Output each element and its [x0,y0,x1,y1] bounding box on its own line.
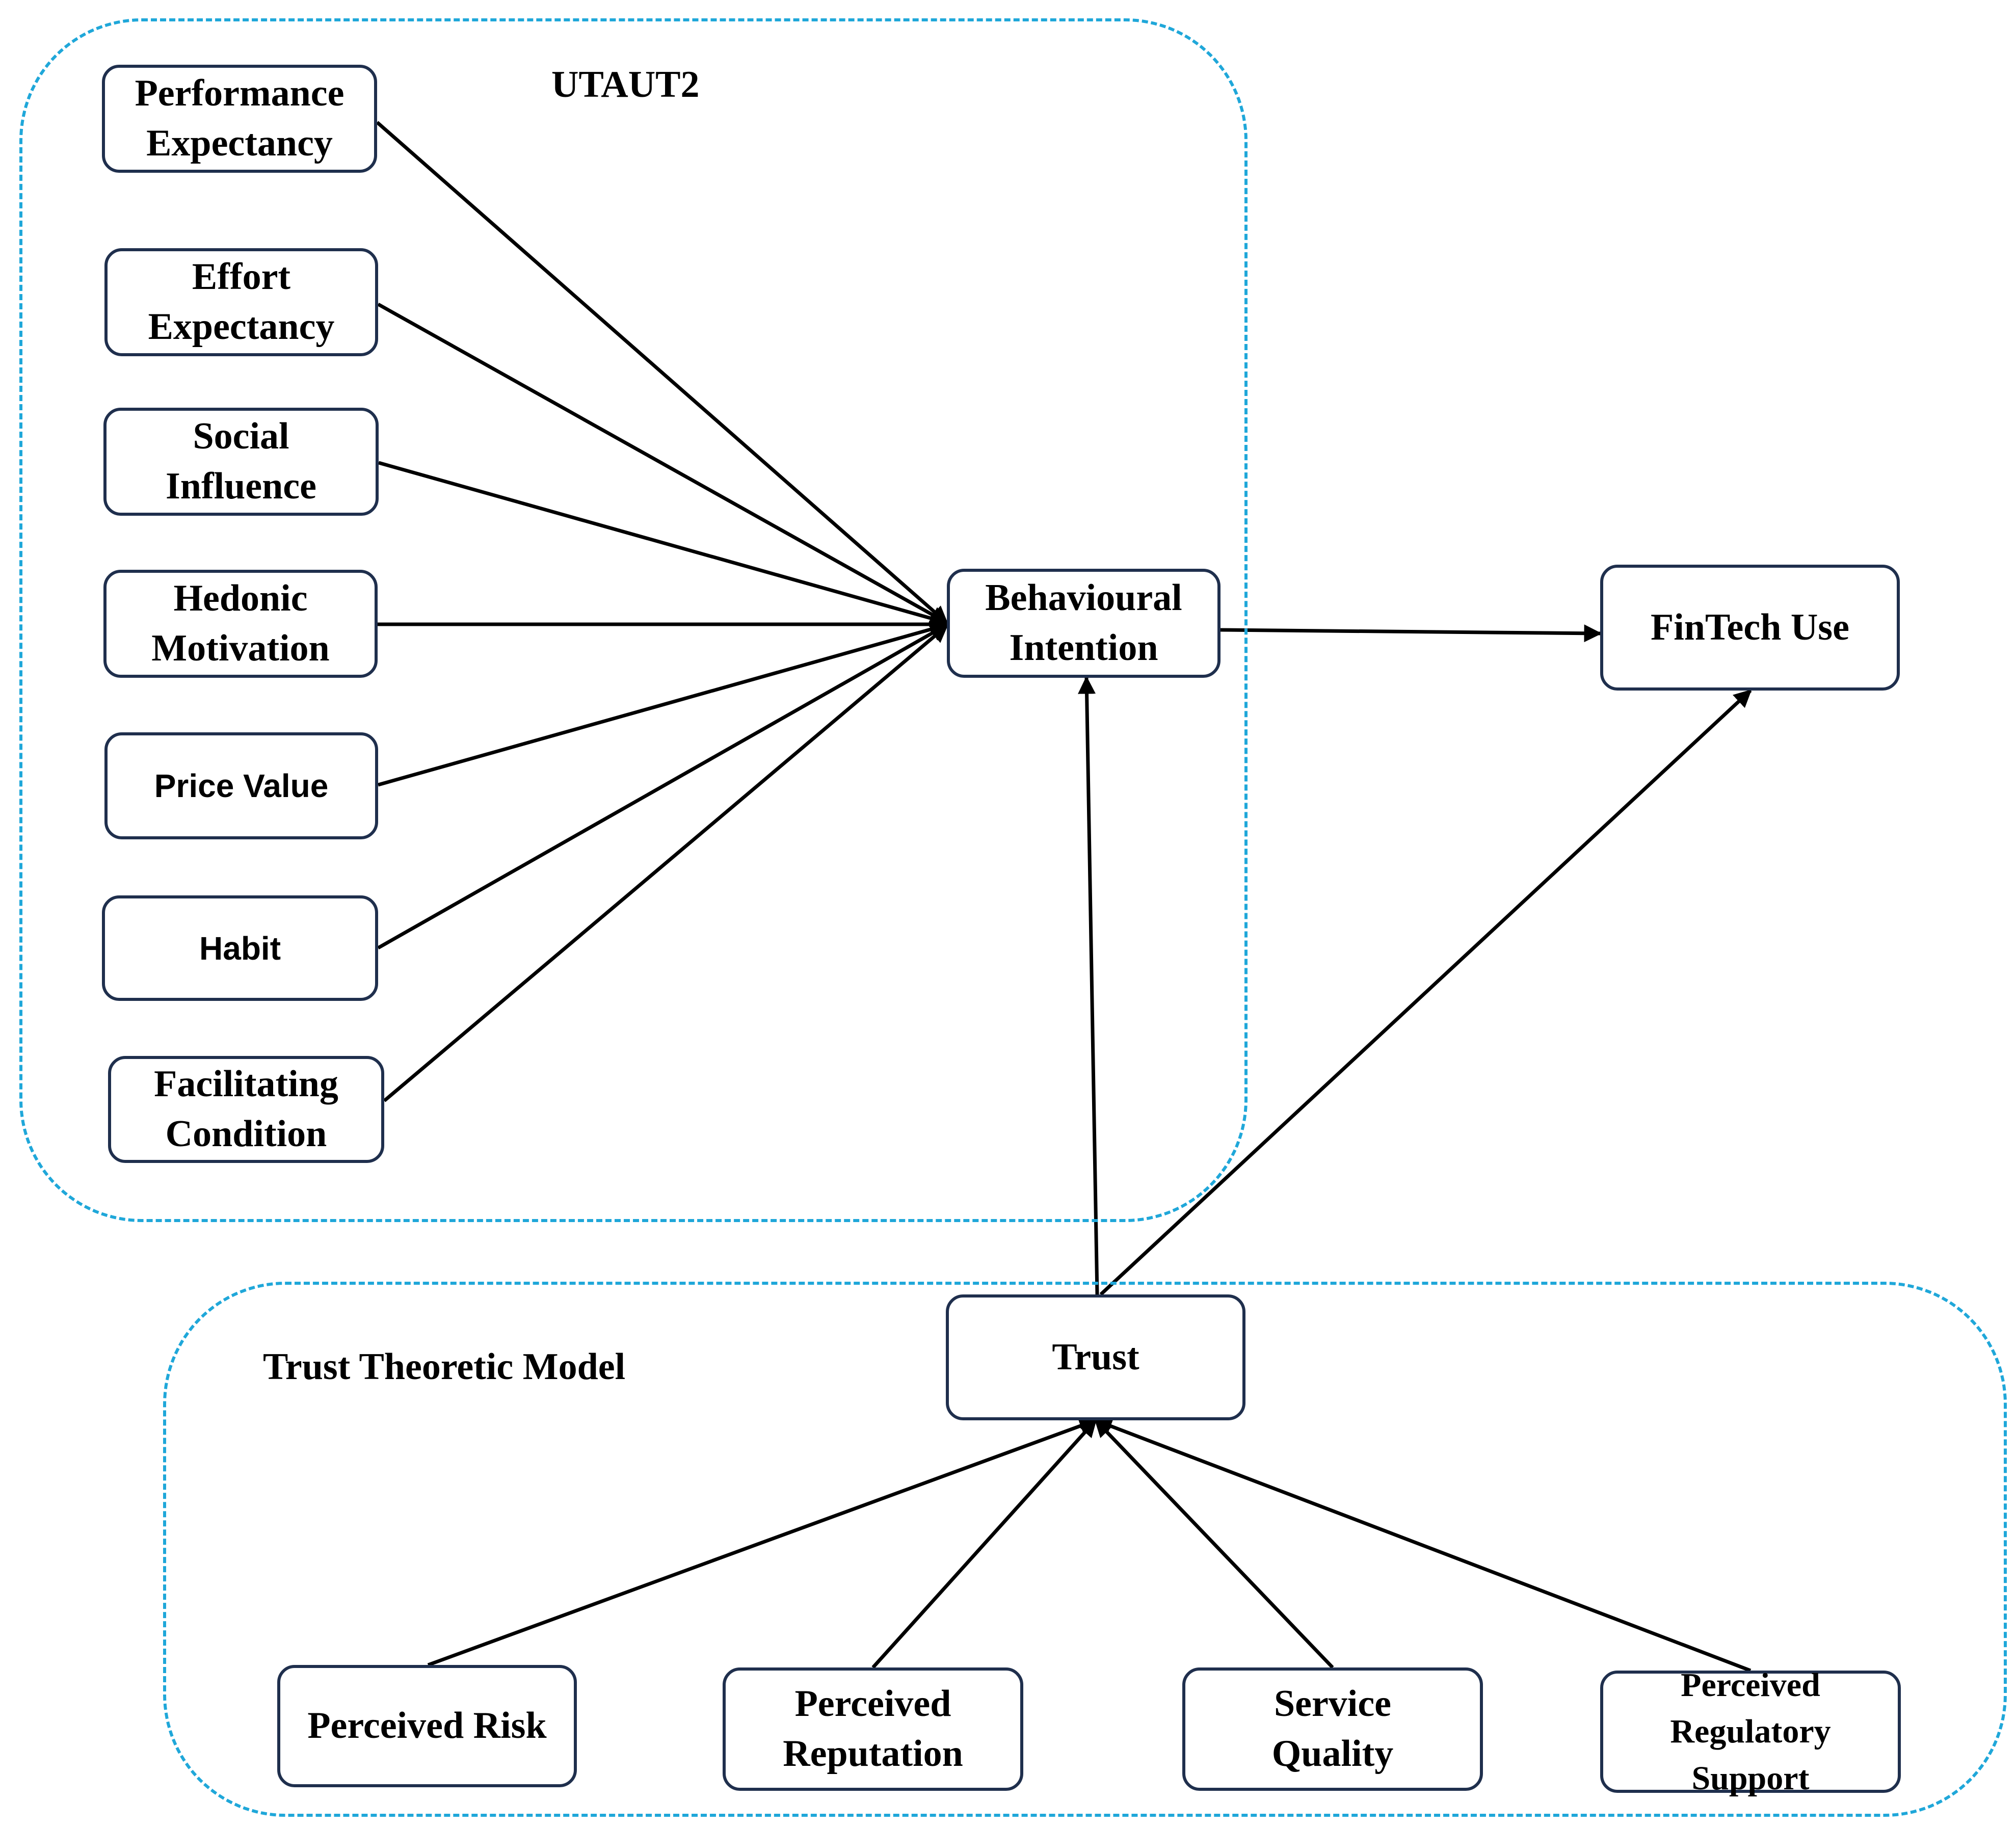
edge-facilitating-condition-to-behavioural-intention [383,624,948,1102]
edge-price-value-to-behavioural-intention [378,620,949,787]
edge-service-quality-to-trust [1094,1419,1334,1669]
service-quality-node: Service Quality [1182,1667,1483,1791]
perceived-regulatory-support-label: Perceived Regulatory Support [1670,1666,1831,1797]
effort-expectancy-label: Effort Expectancy [148,256,335,348]
habit-node: Habit [102,895,378,1001]
trust-model-group [163,1282,2007,1817]
utaut2-group [19,18,1248,1222]
edge-behavioural-intention-to-fintech-use [1220,624,1602,643]
edge-performance-expectancy-to-behavioural-intention [376,121,948,624]
fintech-use-node: FinTech Use [1600,565,1900,691]
edge-social-influence-to-behavioural-intention [378,461,949,627]
hedonic-motivation-label: Hedonic Motivation [151,577,330,669]
price-value-node: Price Value [104,732,378,839]
behavioural-intention-node: Behavioural Intention [947,569,1221,678]
behavioural-intention-label: Behavioural Intention [985,577,1182,669]
facilitating-condition-label: Facilitating Condition [154,1063,338,1155]
perceived-reputation-node: Perceived Reputation [723,1667,1023,1791]
perceived-reputation-label: Perceived Reputation [783,1683,963,1775]
performance-expectancy-node: Performance Expectancy [102,65,377,173]
facilitating-condition-node: Facilitating Condition [108,1056,384,1163]
edge-habit-to-behavioural-intention [377,623,949,950]
utaut2-title: UTAUT2 [551,64,700,105]
fintech-use-label: FinTech Use [1651,606,1849,648]
edge-perceived-reputation-to-trust [871,1419,1097,1669]
perceived-risk-label: Perceived Risk [307,1705,547,1747]
trust-model-title: Trust Theoretic Model [263,1346,626,1388]
social-influence-node: Social Influence [103,408,379,516]
edge-trust-to-fintech-use [1099,689,1752,1296]
perceived-regulatory-support-node: Perceived Regulatory Support [1600,1666,1901,1797]
trust-node: Trust [946,1294,1245,1420]
hedonic-motivation-node: Hedonic Motivation [103,570,378,678]
price-value-label: Price Value [154,767,329,804]
edge-trust-to-behavioural-intention [1078,676,1099,1295]
edge-perceived-regulatory-support-to-trust [1094,1417,1752,1673]
social-influence-label: Social Influence [166,415,316,507]
service-quality-label: Service Quality [1271,1683,1394,1775]
habit-label: Habit [199,930,281,967]
perceived-risk-node: Perceived Risk [277,1665,577,1787]
edge-perceived-risk-to-trust [427,1417,1098,1667]
performance-expectancy-label: Performance Expectancy [135,72,344,164]
effort-expectancy-node: Effort Expectancy [104,248,378,356]
edge-effort-expectancy-to-behavioural-intention [377,302,949,625]
trust-label: Trust [1052,1336,1139,1378]
